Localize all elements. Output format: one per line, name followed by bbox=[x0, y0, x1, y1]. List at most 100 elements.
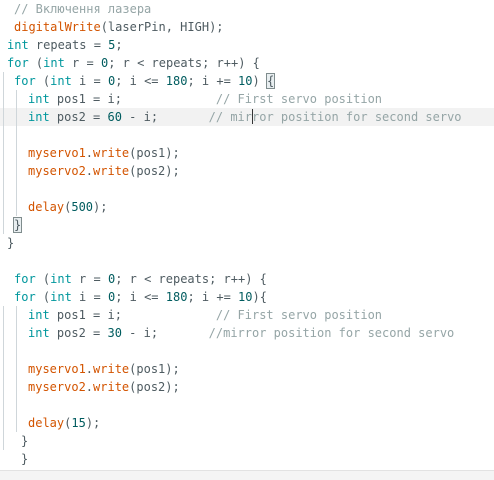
indent-guide bbox=[3, 432, 4, 450]
code-token: 5 bbox=[108, 38, 116, 52]
code-token: int bbox=[50, 290, 72, 304]
indent-guide bbox=[3, 342, 4, 360]
code-token: 60 bbox=[107, 110, 122, 124]
code-token: 0 bbox=[107, 74, 116, 88]
code-token: ) bbox=[252, 74, 267, 88]
code-token: ; r < repeats; r++) { bbox=[115, 272, 267, 286]
code-line[interactable]: delay(15); bbox=[0, 414, 494, 432]
code-token: 180 bbox=[165, 290, 188, 304]
code-text: } bbox=[21, 450, 28, 468]
code-text: myservo2.write(pos2); bbox=[28, 162, 180, 180]
code-token: repeats = bbox=[28, 38, 109, 52]
code-text: } bbox=[12, 216, 23, 234]
code-token: write bbox=[93, 362, 130, 376]
code-token: // First servo position bbox=[215, 308, 383, 322]
code-text: int pos1 = i; // First servo position bbox=[28, 90, 382, 108]
indent-guide bbox=[3, 72, 4, 90]
code-token: int bbox=[50, 272, 72, 286]
code-line[interactable] bbox=[0, 396, 494, 414]
code-token: ( bbox=[64, 200, 72, 214]
code-token: ; i += bbox=[187, 290, 239, 304]
code-token: 500 bbox=[71, 200, 94, 214]
indent-guide bbox=[3, 198, 4, 216]
code-text: myservo2.write(pos2); bbox=[28, 378, 180, 396]
code-token: 0 bbox=[107, 290, 116, 304]
indent-guide bbox=[3, 396, 4, 414]
code-text: } bbox=[7, 234, 14, 252]
indent-guide bbox=[3, 126, 4, 144]
code-token: (pos1); bbox=[129, 146, 180, 160]
code-line[interactable]: // Включення лазера bbox=[0, 0, 494, 18]
code-token: myservo1 bbox=[28, 146, 86, 160]
code-token: ( bbox=[35, 290, 51, 304]
indent-guide bbox=[16, 90, 17, 108]
code-token: ( bbox=[64, 416, 72, 430]
code-line[interactable]: int pos2 = 30 - i; //mirror position for… bbox=[0, 324, 494, 342]
code-token: delay bbox=[28, 200, 65, 214]
code-line[interactable]: digitalWrite(laserPin, HIGH); bbox=[0, 18, 494, 36]
code-line[interactable]: } bbox=[0, 216, 494, 234]
code-line[interactable]: } bbox=[0, 450, 494, 468]
code-line[interactable]: for (int i = 0; i <= 180; i += 10){ bbox=[0, 288, 494, 306]
code-text: digitalWrite(laserPin, HIGH); bbox=[14, 18, 224, 36]
code-line[interactable]: int repeats = 5; bbox=[0, 36, 494, 54]
code-line[interactable] bbox=[0, 180, 494, 198]
code-line[interactable]: myservo1.write(pos1); bbox=[0, 144, 494, 162]
code-token: myservo1 bbox=[28, 362, 86, 376]
code-line[interactable]: } bbox=[0, 234, 494, 252]
code-text: myservo1.write(pos1); bbox=[28, 144, 180, 162]
code-token: (pos1); bbox=[129, 362, 180, 376]
code-token: 15 bbox=[71, 416, 86, 430]
code-line[interactable]: for (int i = 0; i <= 180; i += 10) { bbox=[0, 72, 494, 90]
code-line[interactable]: int pos1 = i; // First servo position bbox=[0, 90, 494, 108]
code-token: write bbox=[93, 380, 130, 394]
code-token: for bbox=[14, 290, 36, 304]
code-token: (pos2); bbox=[129, 380, 180, 394]
code-line[interactable] bbox=[0, 252, 494, 270]
code-line[interactable]: int pos2 = 60 - i; // mirror position fo… bbox=[0, 108, 494, 126]
code-token: int bbox=[7, 38, 29, 52]
code-token: (laserPin, HIGH); bbox=[100, 20, 224, 34]
indent-guide bbox=[16, 414, 17, 432]
code-text: } bbox=[21, 432, 28, 450]
text-caret bbox=[251, 109, 253, 124]
code-token: (pos2); bbox=[129, 164, 180, 178]
code-line[interactable]: for (int r = 0; r < repeats; r++) { bbox=[0, 54, 494, 72]
code-line[interactable]: myservo2.write(pos2); bbox=[0, 378, 494, 396]
code-token: myservo2 bbox=[28, 164, 86, 178]
code-token: i = bbox=[71, 290, 108, 304]
code-text: int pos2 = 30 - i; //mirror position for… bbox=[28, 324, 454, 342]
code-token: ( bbox=[35, 74, 51, 88]
code-line[interactable]: } bbox=[0, 432, 494, 450]
code-text: for (int i = 0; i <= 180; i += 10) { bbox=[14, 72, 276, 90]
code-line[interactable]: myservo2.write(pos2); bbox=[0, 162, 494, 180]
code-token: 180 bbox=[165, 74, 188, 88]
code-token: for bbox=[14, 74, 36, 88]
code-token: digitalWrite bbox=[14, 20, 101, 34]
code-line[interactable]: for (int r = 0; r < repeats; r++) { bbox=[0, 270, 494, 288]
code-token: for bbox=[7, 56, 29, 70]
code-token: pos1 = i; bbox=[49, 92, 216, 106]
code-text: // Включення лазера bbox=[14, 0, 151, 18]
code-token: - i; bbox=[121, 326, 209, 340]
code-token: ; r < repeats; r++) { bbox=[108, 56, 260, 70]
code-line[interactable]: int pos1 = i; // First servo position bbox=[0, 306, 494, 324]
indent-guide bbox=[16, 162, 17, 180]
code-token: ){ bbox=[252, 290, 267, 304]
code-token: ror position for second servo bbox=[252, 110, 462, 124]
horizontal-scrollbar[interactable] bbox=[0, 470, 494, 480]
indent-guide bbox=[16, 342, 17, 360]
code-line[interactable] bbox=[0, 342, 494, 360]
code-line[interactable]: myservo1.write(pos1); bbox=[0, 360, 494, 378]
code-text: for (int i = 0; i <= 180; i += 10){ bbox=[14, 288, 267, 306]
code-token: int bbox=[28, 326, 50, 340]
code-token: ; i <= bbox=[115, 74, 166, 88]
code-token: write bbox=[93, 146, 130, 160]
code-token: for bbox=[14, 272, 36, 286]
indent-guide bbox=[16, 324, 17, 342]
code-text: for (int r = 0; r < repeats; r++) { bbox=[7, 54, 260, 72]
code-token: ); bbox=[85, 416, 101, 430]
code-line[interactable] bbox=[0, 126, 494, 144]
code-line[interactable]: delay(500); bbox=[0, 198, 494, 216]
